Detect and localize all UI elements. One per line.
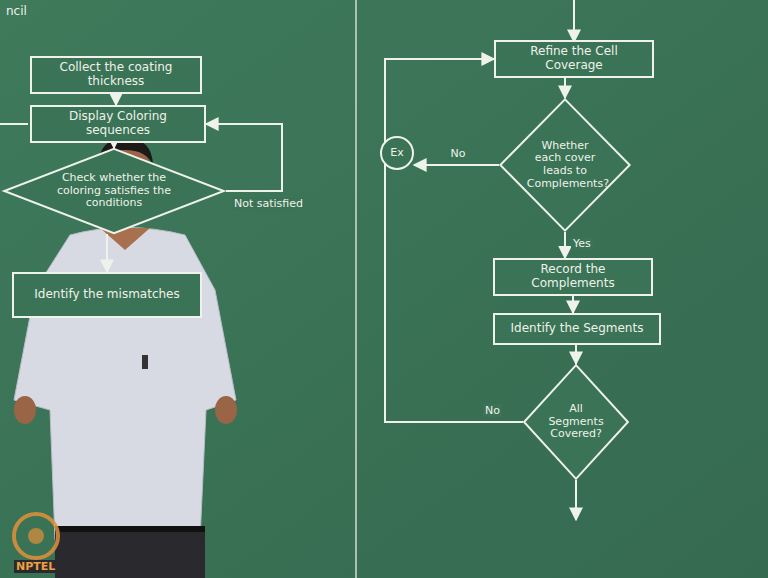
flow-connector (575, 345, 577, 364)
decision-diamond: Check whether the coloring satisfies the… (2, 148, 226, 234)
exit-arrow (575, 480, 577, 520)
terminal-circle: Ex (380, 136, 414, 170)
node-text: Collect the coating thickness (37, 61, 195, 89)
text-wrapper: Identify the mismatches (14, 288, 200, 302)
edge-label: Yes (571, 237, 593, 250)
process-box: Refine the Cell Coverage (494, 40, 654, 78)
node-text: Identify the Segments (500, 322, 654, 336)
process-box: Record the Complements (493, 258, 653, 296)
microphone (142, 355, 148, 369)
node-text: Record the Complements (500, 263, 646, 291)
edge-label: No (449, 147, 468, 160)
node-text: Display Coloring sequences (37, 110, 199, 138)
flow-connector (385, 59, 523, 422)
flow-connector (414, 164, 499, 166)
process-box: Collect the coating thickness (30, 56, 202, 94)
flow-connector (115, 94, 117, 105)
flow-connector (106, 234, 108, 272)
node-text: Check whether the coloring satisfies the… (49, 172, 179, 210)
flow-connector (572, 296, 574, 313)
nptel-logo (14, 514, 58, 558)
belt (55, 526, 205, 532)
text-wrapper: All Segments Covered? (545, 403, 606, 441)
text-wrapper: Ex (382, 147, 412, 160)
incoming-flow-arrow (573, 0, 575, 42)
text-wrapper: Collect the coating thickness (32, 61, 200, 89)
text-wrapper: Check whether the coloring satisfies the… (49, 172, 179, 210)
hand (215, 396, 237, 424)
board-divider (355, 0, 357, 578)
process-box: Identify the Segments (493, 313, 661, 345)
process-box: Display Coloring sequences (30, 105, 206, 143)
logo-core (28, 528, 44, 544)
diamond-shape (500, 99, 629, 230)
text-wrapper: Identify the Segments (495, 322, 659, 336)
trousers (55, 528, 205, 578)
text-wrapper: Refine the Cell Coverage (496, 45, 652, 73)
flow-connector (564, 232, 566, 258)
incoming-flow-line (0, 123, 28, 125)
node-text: Ex (382, 147, 412, 160)
text-wrapper: Display Coloring sequences (32, 110, 204, 138)
node-text: Identify the mismatches (19, 288, 195, 302)
node-text: Refine the Cell Coverage (501, 45, 647, 73)
flow-connector (113, 143, 115, 148)
node-text: Whether each cover leads to Complements? (527, 140, 604, 191)
edge-label: No (483, 404, 502, 417)
node-text: All Segments Covered? (545, 403, 606, 441)
text-wrapper: Whether each cover leads to Complements? (527, 140, 604, 191)
edge-label: Not satisfied (232, 197, 305, 210)
flow-connector (564, 78, 566, 98)
text-wrapper: Record the Complements (495, 263, 651, 291)
watermark: NPTEL (14, 560, 57, 573)
decision-diamond: Whether each cover leads to Complements? (499, 98, 631, 232)
decision-diamond: All Segments Covered? (523, 364, 629, 480)
logo-ring (14, 514, 58, 558)
flow-connector (206, 124, 282, 191)
diamond-shape (524, 365, 628, 479)
diamond-shape (4, 149, 224, 233)
board-fragment-text: ncil (4, 4, 29, 18)
process-box: Identify the mismatches (12, 272, 202, 318)
hand (14, 396, 36, 424)
